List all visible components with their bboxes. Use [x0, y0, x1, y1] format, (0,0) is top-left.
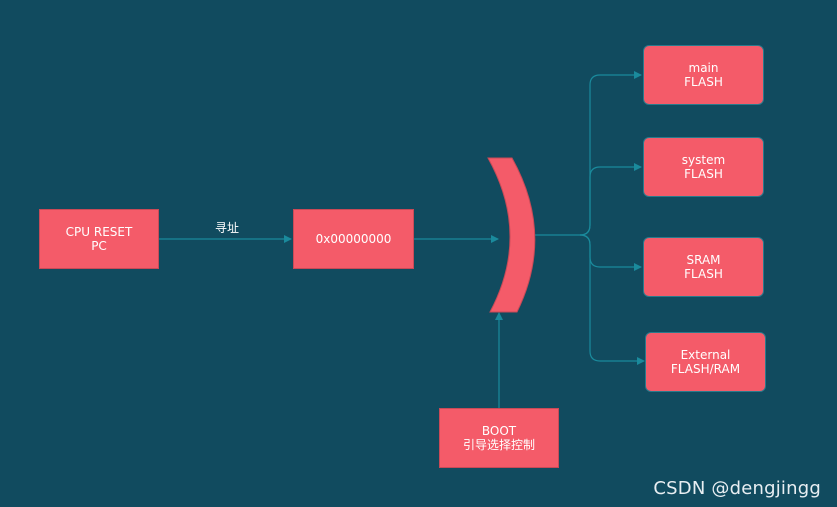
watermark: CSDN @dengjingg	[653, 478, 821, 499]
selector-shape	[487, 157, 536, 313]
addressing-label: 寻址	[215, 221, 240, 235]
address-label: 0x00000000	[315, 232, 392, 246]
sram-flash-node: SRAM FLASH	[643, 237, 764, 297]
external-label: External FLASH/RAM	[670, 348, 741, 376]
system-flash-node: system FLASH	[643, 137, 764, 197]
cpu-reset-line1: CPU RESET	[65, 225, 133, 239]
sram-flash-line1: SRAM	[686, 253, 721, 267]
address-node: 0x00000000	[293, 209, 414, 269]
edge-to-system-flash	[579, 163, 642, 236]
boot-line2: 引导选择控制	[462, 438, 535, 452]
main-flash-node: main FLASH	[643, 45, 764, 105]
boot-node: BOOT 引导选择控制	[439, 408, 559, 468]
cpu-reset-line2: PC	[91, 239, 107, 253]
edge-to-external	[579, 234, 645, 365]
main-flash-line1: main	[688, 61, 719, 75]
edge-to-main-flash	[579, 71, 642, 236]
boot-line1: BOOT	[481, 424, 517, 438]
cpu-reset-pc-node: CPU RESET PC	[39, 209, 159, 269]
sram-flash-line2: FLASH	[684, 267, 723, 281]
system-flash-line1: system	[681, 153, 726, 167]
external-flash-ram-node: External FLASH/RAM	[645, 332, 766, 392]
system-flash-line2: FLASH	[684, 167, 723, 181]
main-flash-line2: FLASH	[684, 75, 723, 89]
